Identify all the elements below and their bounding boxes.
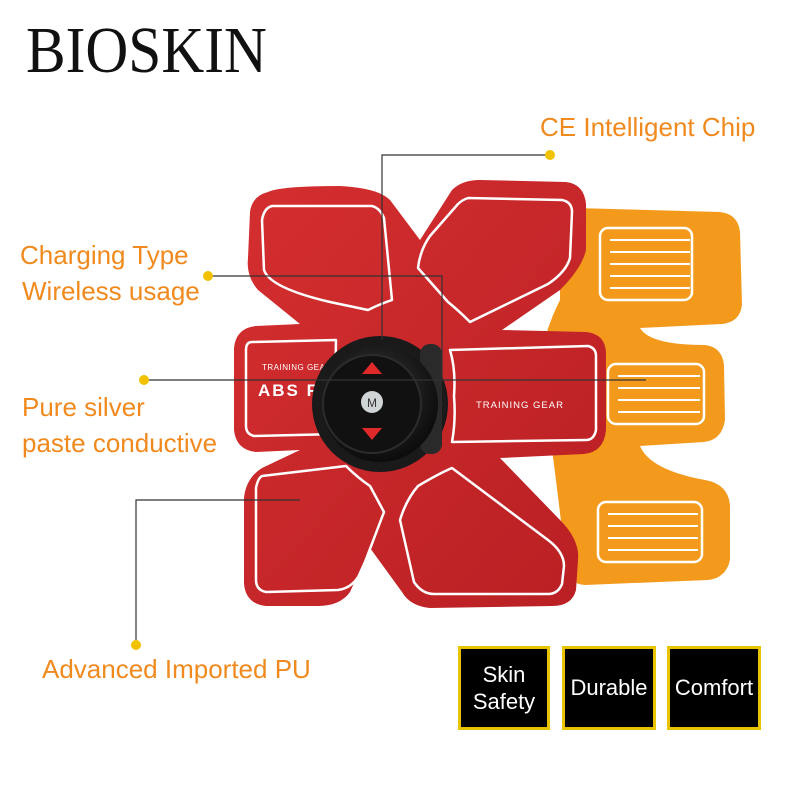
callout-silver: Pure silver paste conductive: [22, 390, 217, 462]
badge-skin-safety: Skin Safety: [458, 646, 550, 730]
badge-comfort-text: Comfort: [674, 675, 754, 701]
callout-dots: [131, 150, 555, 650]
controller: M: [312, 336, 448, 472]
callout-chip: CE Intelligent Chip: [540, 110, 755, 146]
orange-arm-pad: [540, 208, 742, 585]
callout-charging: Charging Type Wireless usage: [20, 238, 200, 310]
callout-charging-line2: Wireless usage: [22, 275, 200, 306]
badge-skin-line1: Skin: [482, 661, 526, 687]
pad-text-small: TRAINING GEAR: [262, 363, 332, 372]
up-arrow-icon: [362, 362, 382, 374]
callout-silver-line2: paste conductive: [22, 427, 218, 458]
callout-chip-text: CE Intelligent Chip: [540, 112, 756, 142]
badge-comfort: Comfort: [667, 646, 761, 730]
callout-charging-line1: Charging Type: [20, 240, 189, 270]
badge-durable-text: Durable: [570, 675, 648, 701]
callout-pu: Advanced Imported PU: [42, 652, 311, 688]
mode-button-label: M: [367, 396, 377, 410]
brand-logo: BIOSKIN: [26, 14, 267, 87]
down-arrow-icon: [362, 428, 382, 440]
badge-durable: Durable: [562, 646, 656, 730]
badge-skin-line2: Safety: [472, 689, 536, 714]
callout-pu-text: Advanced Imported PU: [42, 654, 311, 684]
pad-text-right: TRAINING GEAR: [476, 400, 564, 411]
callout-silver-line1: Pure silver: [22, 392, 145, 422]
leader-lines: [135, 154, 646, 645]
